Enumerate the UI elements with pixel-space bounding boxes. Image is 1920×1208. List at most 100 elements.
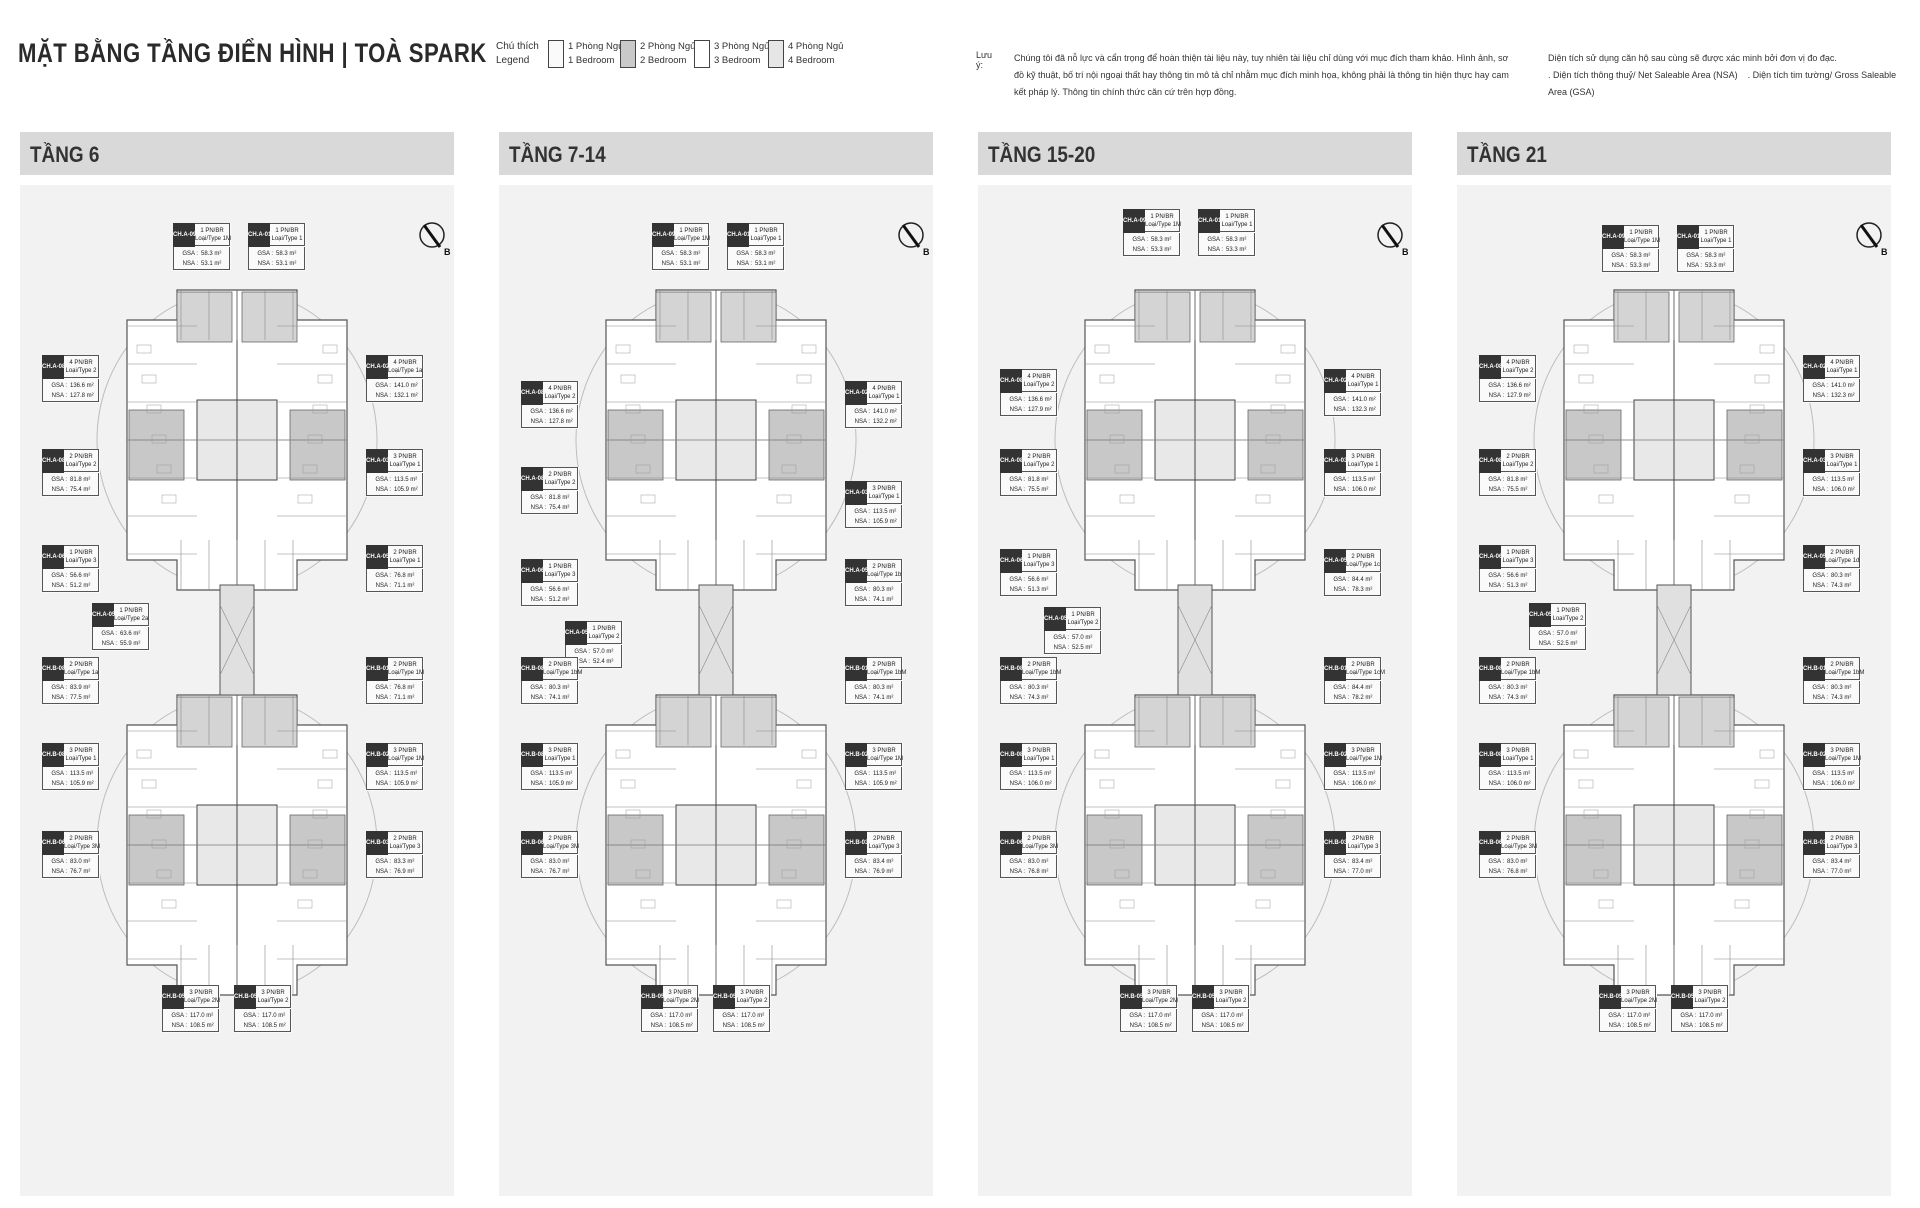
unit-bedrooms: 3 PN/BR <box>548 748 572 754</box>
nsa-value: 108.5 m² <box>1699 1023 1723 1029</box>
gsa-value: 83.4 m² <box>1352 859 1373 865</box>
nsa-row: NSA :127.9 m² <box>1001 405 1058 415</box>
unit-type: Loại/Type 1 <box>65 756 97 762</box>
gsa-row: GSA :56.6 m² <box>522 585 579 595</box>
unit-type: Loại/Type 2 <box>544 480 576 486</box>
nsa-key: NSA : <box>530 505 546 511</box>
unit-type: Loại/Type 1bM <box>543 670 583 676</box>
nsa-value: 132.3 m² <box>1352 407 1376 413</box>
unit-type: Loại/Type 1 <box>389 558 421 564</box>
gsa-row: GSA :80.3 m² <box>1804 683 1861 693</box>
gsa-key: GSA : <box>1488 771 1504 777</box>
unit-code: CH.A-05A <box>366 545 388 569</box>
gsa-value: 141.0 m² <box>873 409 897 415</box>
unit-type: Loại/Type 2 <box>1694 998 1726 1004</box>
nsa-value: 74.1 m² <box>549 695 570 701</box>
unit-bedrooms: 4 PN/BR <box>69 360 93 366</box>
gsa-key: GSA : <box>1611 253 1627 259</box>
legend-heading-en: Legend <box>496 55 530 66</box>
gsa-row: GSA :83.0 m² <box>43 857 100 867</box>
nsa-key: NSA : <box>1488 869 1504 875</box>
gsa-row: GSA :113.5 m² <box>846 507 903 517</box>
unit-type: Loại/Type 2M <box>184 998 221 1004</box>
nsa-key: NSA : <box>182 261 198 267</box>
unit-bedrooms: 3 PN/BR <box>1830 748 1854 754</box>
gsa-row: GSA :113.5 m² <box>1325 769 1382 779</box>
gsa-row: GSA :117.0 m² <box>1193 1011 1250 1021</box>
area-line: Diện tích sử dụng căn hộ sau cùng sẽ đượ… <box>1548 53 1837 63</box>
floor-plan-drawing: B <box>575 222 930 996</box>
gsa-key: GSA : <box>530 685 546 691</box>
gsa-key: GSA : <box>1488 685 1504 691</box>
gsa-row: GSA :58.3 m² <box>1678 251 1735 261</box>
unit-type: Loại/Type 2 <box>1023 382 1055 388</box>
unit-code: CH.B-05 <box>162 985 184 1009</box>
unit-code: CH.A-05 <box>1044 607 1066 631</box>
unit-bedrooms: 2 PN/BR <box>548 662 572 668</box>
unit-bedrooms: 2 PN/BR <box>1027 662 1051 668</box>
nsa-row: NSA :55.9 m² <box>93 639 150 649</box>
unit-type: Loại/Type 1 <box>389 462 421 468</box>
nsa-key: NSA : <box>1333 695 1349 701</box>
nsa-key: NSA : <box>530 419 546 425</box>
gsa-value: 136.6 m² <box>1028 397 1052 403</box>
gsa-value: 113.5 m² <box>873 771 897 777</box>
unit-type: Loại/Type 3 <box>389 844 421 850</box>
unit-bedrooms: 2 PN/BR <box>1351 662 1375 668</box>
unit-type: Loại/Type 3M <box>64 844 101 850</box>
unit-code: CH.A-03 <box>366 449 388 473</box>
gsa-key: GSA : <box>1333 859 1349 865</box>
gsa-key: GSA : <box>257 251 273 257</box>
gsa-value: 141.0 m² <box>1831 383 1855 389</box>
nsa-key: NSA : <box>1009 695 1025 701</box>
unit-bedrooms: 3 PN/BR <box>1219 990 1243 996</box>
gsa-value: 117.0 m² <box>262 1013 286 1019</box>
nsa-definition: . Diện tích thông thuỷ/ Net Saleable Are… <box>1548 70 1738 80</box>
gsa-row: GSA :76.8 m² <box>367 571 424 581</box>
nsa-key: NSA : <box>1680 1023 1696 1029</box>
gsa-row: GSA :84.4 m² <box>1325 575 1382 585</box>
floor-plan-drawing: B <box>96 222 451 996</box>
nsa-row: NSA :52.4 m² <box>566 657 623 667</box>
unit-bedrooms: 1 PN/BR <box>1225 214 1249 220</box>
unit-type: Loại/Type 1M <box>867 756 904 762</box>
nsa-row: NSA :53.1 m² <box>249 259 306 269</box>
nsa-value: 74.3 m² <box>1507 695 1528 701</box>
nsa-row: NSA :132.3 m² <box>1325 405 1382 415</box>
unit-code: CH.A-09 <box>1123 209 1145 233</box>
gsa-key: GSA : <box>51 383 67 389</box>
gsa-key: GSA : <box>51 771 67 777</box>
gsa-value: 83.0 m² <box>70 859 91 865</box>
gsa-row: GSA :117.0 m² <box>714 1011 771 1021</box>
gsa-key: GSA : <box>736 251 752 257</box>
gsa-key: GSA : <box>530 587 546 593</box>
gsa-key: GSA : <box>1132 237 1148 243</box>
nsa-row: NSA :75.4 m² <box>43 485 100 495</box>
gsa-key: GSA : <box>1812 573 1828 579</box>
gsa-value: 113.5 m² <box>1507 771 1531 777</box>
nsa-row: NSA :51.2 m² <box>43 581 100 591</box>
gsa-row: GSA :81.8 m² <box>43 475 100 485</box>
